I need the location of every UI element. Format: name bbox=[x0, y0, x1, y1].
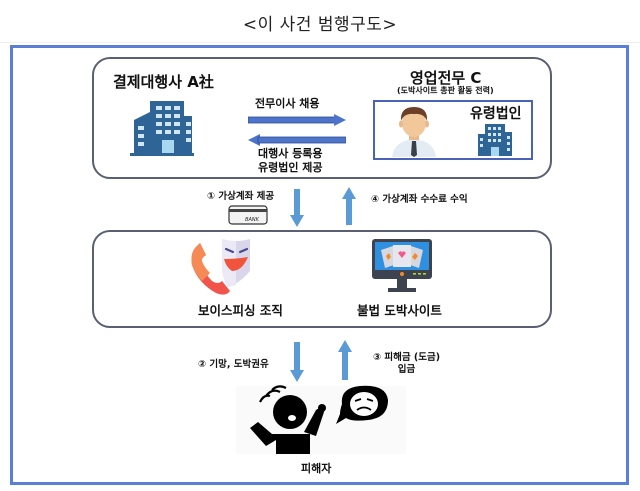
sales-director-label: 영업전무 C bbox=[410, 69, 482, 87]
company-a-label: 결제대행사 A社 bbox=[113, 73, 214, 91]
step2-label: ② 기망, 도박권유 bbox=[198, 359, 269, 370]
step3-label: ③ 피해금 (도금) 입금 bbox=[373, 352, 440, 376]
voice-phishing-icon bbox=[191, 239, 250, 295]
shell-company-building-icon bbox=[478, 124, 512, 156]
shell-provide-line2: 유령법인 제공 bbox=[258, 161, 323, 174]
arrow-left-icon bbox=[248, 134, 346, 146]
svg-text:BANK: BANK bbox=[245, 217, 260, 223]
victim-label: 피해자 bbox=[301, 462, 332, 475]
shell-provide-line1: 대행사 등록용 bbox=[258, 147, 323, 160]
step1-label: ① 가상계좌 제공 bbox=[207, 191, 275, 202]
illegal-gambling-label: 불법 도박사이트 bbox=[357, 303, 442, 318]
diagram-title: <이 사건 범행구도> bbox=[242, 15, 398, 35]
title-divider bbox=[0, 42, 640, 43]
shell-company-label: 유령법인 bbox=[470, 106, 522, 122]
criminal-orgs-box bbox=[92, 230, 552, 328]
arrow-up-icon bbox=[338, 340, 352, 380]
step3-line2: 입금 bbox=[397, 364, 416, 375]
building-icon bbox=[130, 101, 194, 156]
arrow-up-icon bbox=[342, 187, 356, 225]
voice-phishing-label: 보이스피싱 조직 bbox=[198, 303, 283, 318]
arrow-right-icon bbox=[248, 114, 346, 126]
sales-director-note: (도박사이트 총판 활동 전력) bbox=[397, 86, 494, 95]
step3-line1: ③ 피해금 (도금) bbox=[373, 352, 441, 363]
person-avatar-icon bbox=[392, 107, 436, 157]
arrow-down-icon bbox=[290, 342, 304, 382]
arrow-down-icon bbox=[290, 189, 304, 227]
hire-arrow-label: 전무이사 채용 bbox=[255, 97, 320, 110]
outer-frame bbox=[10, 45, 629, 485]
gambling-monitor-icon bbox=[372, 239, 432, 292]
victim-phone-call-icon bbox=[236, 385, 406, 454]
step4-label: ④ 가상계좌 수수료 수익 bbox=[371, 194, 468, 205]
shell-provide-label: 대행사 등록용 유령법인 제공 bbox=[258, 147, 323, 175]
bank-card-icon: BANK bbox=[228, 205, 268, 225]
